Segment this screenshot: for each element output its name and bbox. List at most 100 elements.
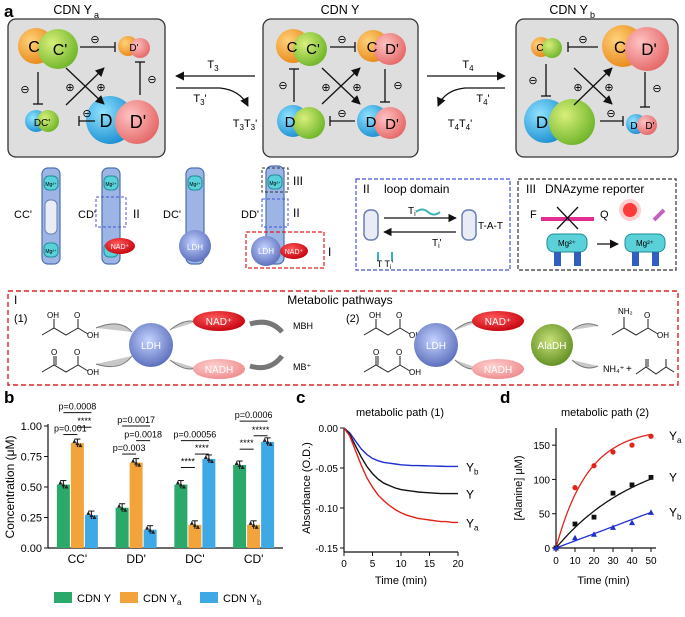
x-axis-label: Time (min)	[375, 575, 427, 587]
data-point	[572, 534, 578, 541]
significance-label: p=0.0008	[58, 402, 96, 412]
svg-text:⊕: ⊕	[96, 82, 105, 94]
construct-dc: DC' Mg²⁺ LDH	[163, 167, 211, 265]
svg-text:⊖: ⊖	[147, 74, 156, 86]
metabolic-pathways-panel: I Metabolic pathways (1) (2) OH O OH O O…	[7, 290, 679, 386]
data-point	[240, 465, 245, 470]
y-axis-label: Absorbance (O.D.)	[301, 442, 313, 534]
bar	[84, 515, 98, 548]
svg-text:loop domain: loop domain	[384, 182, 449, 196]
svg-text:(1): (1)	[14, 313, 27, 325]
svg-text:NAD⁺: NAD⁺	[111, 244, 130, 251]
y-tick-label: 50	[539, 510, 551, 521]
category-label: CC'	[68, 552, 88, 566]
svg-text:T4: T4	[462, 59, 474, 73]
data-point	[629, 482, 635, 488]
data-point	[58, 480, 63, 485]
bar	[247, 524, 261, 548]
svg-text:LDH: LDH	[258, 247, 274, 256]
legend-label: CDN Y	[77, 593, 112, 605]
transition-t4: T4 T4' T4T4'	[427, 59, 506, 132]
data-point	[591, 514, 597, 520]
svg-text:I: I	[328, 245, 331, 259]
lactate-structure-2	[363, 319, 411, 336]
bar	[70, 443, 84, 548]
data-point	[648, 433, 654, 439]
svg-text:Mg²⁺: Mg²⁺	[558, 239, 576, 248]
svg-text:MB⁺: MB⁺	[293, 362, 312, 372]
svg-text:T4T4': T4T4'	[448, 118, 472, 132]
svg-text:OH: OH	[409, 331, 421, 340]
svg-text:C: C	[367, 39, 378, 56]
box-regulation-glyphs	[33, 42, 650, 126]
svg-text:D': D'	[385, 41, 399, 58]
svg-text:T Ti': T Ti'	[377, 259, 394, 271]
data-point	[610, 490, 616, 496]
svg-text:Q: Q	[600, 209, 609, 221]
data-point	[268, 441, 273, 446]
y-tick-label: -0.10	[315, 504, 338, 515]
y-tick-label: -0.15	[315, 544, 338, 555]
pyruvate-structure-1	[41, 356, 89, 373]
y-tick-label: 1.00	[21, 421, 42, 433]
data-point	[72, 439, 77, 444]
cdn-y-title: CDN Y	[321, 3, 360, 17]
svg-text:D': D'	[641, 40, 657, 59]
svg-text:DC': DC'	[34, 118, 50, 129]
data-point	[209, 458, 214, 463]
x-tick-label: 20	[588, 556, 600, 567]
significance-label: p=0.0018	[124, 430, 162, 440]
x-tick-label: 10	[395, 559, 407, 570]
data-point	[131, 458, 136, 463]
x-tick-label: 5	[370, 559, 376, 570]
series-label: Y	[669, 470, 677, 484]
data-point	[89, 513, 94, 518]
svg-text:D': D'	[130, 112, 146, 132]
x-tick-label: 20	[452, 559, 464, 570]
data-point	[92, 515, 97, 520]
dnazyme-reporter-panel: III DNAzyme reporter F Q Mg²⁺ Mg²⁺	[517, 178, 677, 271]
svg-text:NADH: NADH	[205, 365, 233, 376]
network-yb: C C D' D D D'	[524, 25, 669, 145]
y-tick-label: -0.05	[315, 464, 338, 475]
svg-text:O: O	[396, 311, 402, 320]
x-tick-label: 15	[424, 559, 436, 570]
x-tick-label: 40	[626, 556, 638, 567]
legend-swatch	[200, 592, 218, 603]
svg-text:⊖: ⊖	[90, 34, 99, 46]
svg-text:Mg²⁺: Mg²⁺	[45, 249, 57, 255]
svg-text:D': D'	[385, 116, 399, 133]
fit-curve	[555, 433, 652, 549]
svg-text:D: D	[536, 113, 548, 132]
svg-text:NADH: NADH	[484, 365, 512, 376]
category-label: DC'	[185, 552, 205, 566]
svg-text:MBH: MBH	[293, 321, 313, 331]
data-point	[254, 524, 259, 529]
data-point	[148, 527, 153, 532]
y-tick-label: 0.75	[21, 452, 42, 464]
lactate-structure-1	[41, 319, 89, 336]
svg-text:⊕: ⊕	[321, 82, 330, 94]
data-point	[553, 545, 559, 551]
svg-text:OH: OH	[657, 331, 669, 340]
significance-label: p=0.00056	[173, 430, 216, 440]
x-axis-label: Time (min)	[577, 575, 629, 587]
transition-t3: T3 T3' T3T3'	[175, 59, 257, 132]
svg-text:b: b	[590, 10, 595, 20]
series-label: Yb	[466, 460, 479, 476]
svg-text:C: C	[28, 39, 40, 56]
svg-text:NH₂: NH₂	[618, 307, 633, 316]
chart-title: metabolic path (2)	[561, 407, 649, 419]
data-point	[648, 474, 654, 480]
alanine-structure	[611, 317, 659, 336]
y-tick-label: 0.00	[319, 424, 339, 435]
svg-text:⊖: ⊖	[337, 34, 346, 46]
svg-text:Ti: Ti	[408, 206, 416, 218]
svg-text:⊖: ⊖	[278, 80, 287, 92]
series-label: Yb	[669, 505, 682, 521]
svg-text:II: II	[133, 207, 140, 221]
svg-text:D: D	[630, 121, 637, 132]
svg-text:CDN Y: CDN Y	[53, 3, 92, 17]
svg-text:OH: OH	[87, 368, 99, 377]
